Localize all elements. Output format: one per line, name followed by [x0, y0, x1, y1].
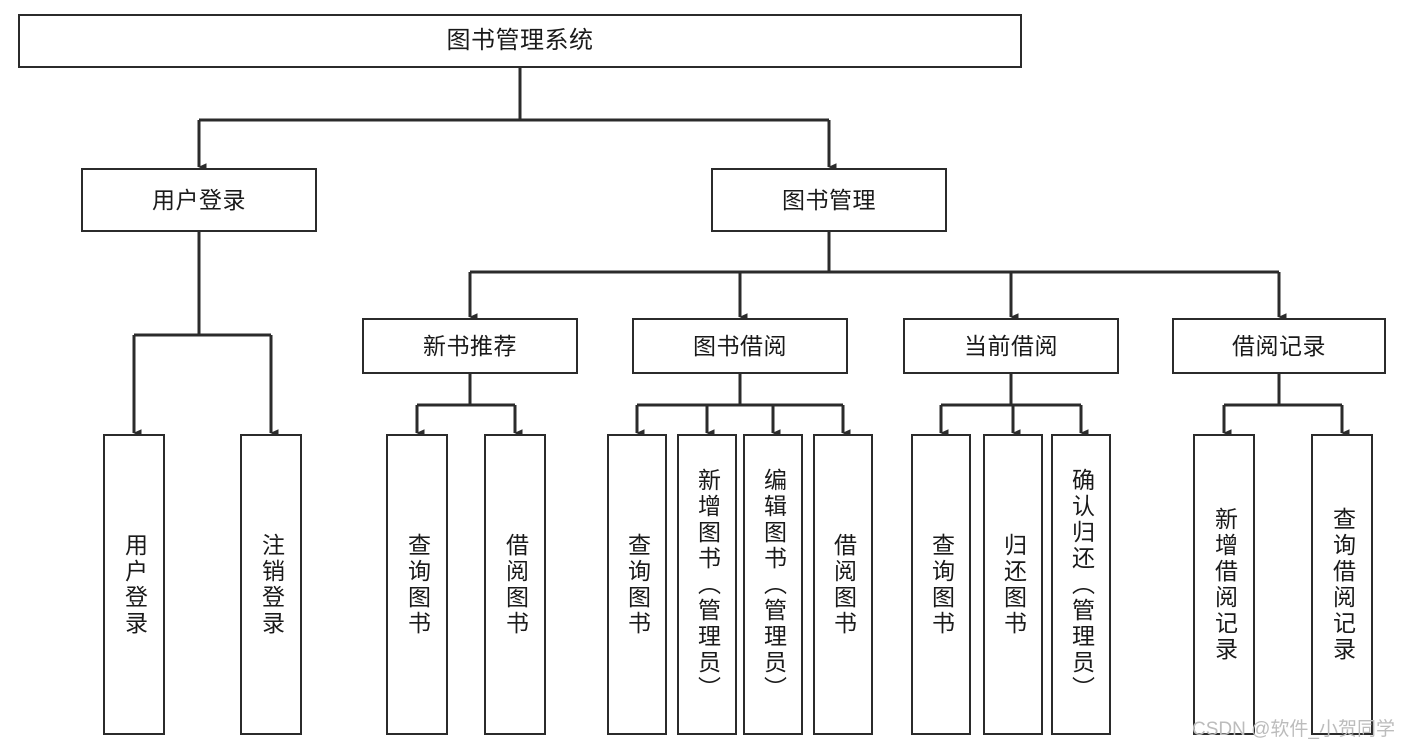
node-label-leaf-query-book-3: 查询图书: [928, 532, 955, 637]
node-leaf-borrow-book-1[interactable]: 借阅图书: [484, 434, 546, 735]
node-label-current-borrow: 当前借阅: [964, 332, 1058, 359]
node-leaf-borrow-book-2[interactable]: 借阅图书: [813, 434, 873, 735]
node-root[interactable]: 图书管理系统: [18, 14, 1022, 68]
node-label-borrow-record: 借阅记录: [1232, 332, 1326, 359]
node-label-leaf-confirm-return: 确认归还（管理员）: [1068, 467, 1095, 702]
node-label-leaf-user-login: 用户登录: [121, 532, 148, 637]
node-label-leaf-return-book: 归还图书: [1000, 532, 1027, 637]
node-label-user-login: 用户登录: [152, 186, 246, 213]
node-leaf-edit-book[interactable]: 编辑图书（管理员）: [743, 434, 803, 735]
node-leaf-user-login[interactable]: 用户登录: [103, 434, 165, 735]
node-label-leaf-add-record: 新增借阅记录: [1211, 506, 1238, 663]
node-label-leaf-query-record: 查询借阅记录: [1329, 506, 1356, 663]
node-leaf-add-record[interactable]: 新增借阅记录: [1193, 434, 1255, 735]
node-label-leaf-query-book-1: 查询图书: [404, 532, 431, 637]
node-leaf-query-book-2[interactable]: 查询图书: [607, 434, 667, 735]
node-leaf-query-book-3[interactable]: 查询图书: [911, 434, 971, 735]
node-label-leaf-borrow-book-2: 借阅图书: [830, 532, 857, 637]
node-current-borrow[interactable]: 当前借阅: [903, 318, 1119, 374]
node-label-leaf-logout: 注销登录: [258, 532, 285, 637]
connector-lines: [132, 68, 1350, 437]
node-leaf-confirm-return[interactable]: 确认归还（管理员）: [1051, 434, 1111, 735]
node-label-book-borrow: 图书借阅: [693, 332, 787, 359]
node-label-leaf-add-book: 新增图书（管理员）: [694, 467, 721, 702]
node-label-book-manage: 图书管理: [782, 186, 876, 213]
node-leaf-return-book[interactable]: 归还图书: [983, 434, 1043, 735]
node-leaf-logout[interactable]: 注销登录: [240, 434, 302, 735]
node-new-book-recommend[interactable]: 新书推荐: [362, 318, 578, 374]
node-label-new-book-recommend: 新书推荐: [423, 332, 517, 359]
node-book-borrow[interactable]: 图书借阅: [632, 318, 848, 374]
node-label-root: 图书管理系统: [446, 27, 594, 55]
node-book-manage[interactable]: 图书管理: [711, 168, 947, 232]
node-leaf-query-book-1[interactable]: 查询图书: [386, 434, 448, 735]
node-label-leaf-edit-book: 编辑图书（管理员）: [760, 467, 787, 702]
node-leaf-add-book[interactable]: 新增图书（管理员）: [677, 434, 737, 735]
node-label-leaf-query-book-2: 查询图书: [624, 532, 651, 637]
node-leaf-query-record[interactable]: 查询借阅记录: [1311, 434, 1373, 735]
node-user-login[interactable]: 用户登录: [81, 168, 317, 232]
csdn-watermark: CSDN @软件_小贺同学: [1192, 719, 1395, 740]
node-borrow-record[interactable]: 借阅记录: [1172, 318, 1386, 374]
node-label-leaf-borrow-book-1: 借阅图书: [502, 532, 529, 637]
